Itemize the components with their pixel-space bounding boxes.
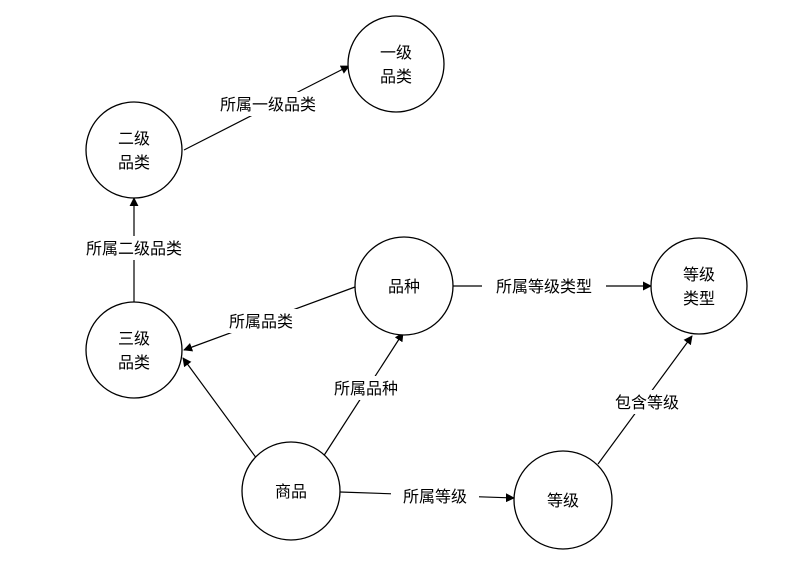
edge-label-bg <box>218 309 304 333</box>
edge-label-product-grade: 所属等级 <box>403 487 467 506</box>
node-label-line1: 二级 <box>118 129 150 148</box>
edge-label-level3-level2: 所属二级品类 <box>86 239 182 258</box>
node-circle <box>354 236 454 336</box>
node-label-line1: 一级 <box>380 43 412 62</box>
node-grade-type: 等级 类型 <box>650 237 748 335</box>
node-circle <box>650 237 748 335</box>
node-label: 等级 <box>547 491 579 510</box>
edge-label-bg <box>391 484 479 508</box>
edge-label-bg <box>482 274 606 298</box>
node-grade: 等级 <box>513 450 613 550</box>
edge-level2-to-level1: 所属一级品类 <box>183 65 350 151</box>
node-circle <box>347 15 445 113</box>
node-label-line2: 品类 <box>380 67 412 86</box>
node-circle <box>241 441 341 541</box>
edge-label-level2-level1: 所属一级品类 <box>220 95 316 114</box>
edge-line <box>182 357 258 460</box>
edge-label-bg <box>604 390 690 414</box>
node-label-line2: 品类 <box>118 153 150 172</box>
edge-label-grade-gradetype: 包含等级 <box>615 393 679 412</box>
node-label-line2: 品类 <box>118 353 150 372</box>
node-label: 商品 <box>275 482 307 501</box>
edge-variety-to-gradetype: 所属等级类型 <box>453 274 652 298</box>
node-label-line2: 类型 <box>683 289 715 308</box>
node-circle <box>513 450 613 550</box>
node-label: 品种 <box>388 277 420 296</box>
node-circle <box>85 101 183 199</box>
node-variety: 品种 <box>354 236 454 336</box>
edge-label-bg <box>207 92 329 116</box>
edge-product-to-variety: 所属品种 <box>322 332 409 458</box>
edge-label-bg <box>323 376 409 400</box>
edge-level3-to-level2: 所属二级品类 <box>72 197 196 302</box>
edge-product-to-grade: 所属等级 <box>339 484 515 508</box>
edge-label-product-variety: 所属品种 <box>334 379 398 398</box>
node-circle <box>85 301 183 399</box>
node-label-line1: 等级 <box>683 265 715 284</box>
node-level3-category: 三级 品类 <box>85 301 183 399</box>
edge-grade-to-gradetype: 包含等级 <box>597 335 693 465</box>
edge-label-bg <box>72 236 196 260</box>
node-product: 商品 <box>241 441 341 541</box>
node-label-line1: 三级 <box>118 329 150 348</box>
edge-label-variety-level3: 所属品类 <box>229 312 293 331</box>
node-level2-category: 二级 品类 <box>85 101 183 199</box>
node-level1-category: 一级 品类 <box>347 15 445 113</box>
edge-label-variety-gradetype: 所属等级类型 <box>496 277 592 296</box>
edge-product-to-level3 <box>182 357 258 460</box>
edge-variety-to-level3: 所属品类 <box>183 286 356 352</box>
